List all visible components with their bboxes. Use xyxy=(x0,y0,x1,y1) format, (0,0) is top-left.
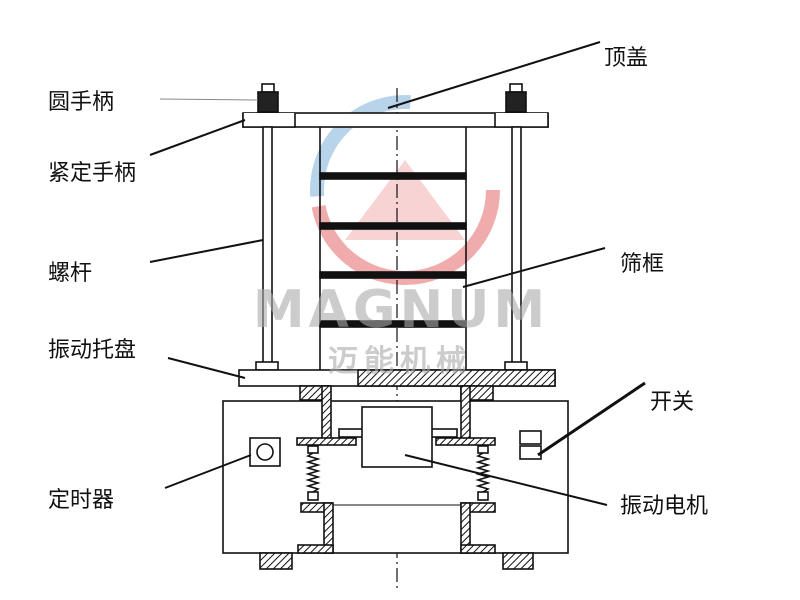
label-screw-rod: 螺杆 xyxy=(48,261,93,286)
round-handle-right xyxy=(505,83,527,113)
label-sieve-frame: 筛框 xyxy=(620,252,665,277)
label-timer: 定时器 xyxy=(48,488,115,513)
label-locking-handle: 紧定手柄 xyxy=(48,161,137,186)
label-switch: 开关 xyxy=(650,390,695,415)
sieve-frame xyxy=(319,127,467,370)
leader-lines xyxy=(149,41,646,506)
vibration-motor xyxy=(361,406,433,468)
foot-left xyxy=(259,552,293,570)
label-vibration-motor: 振动电机 xyxy=(620,494,709,519)
label-round-handle: 圆手柄 xyxy=(48,90,115,115)
screw-rod-left xyxy=(262,126,273,364)
label-vibrating-tray: 振动托盘 xyxy=(48,338,137,363)
foot-right xyxy=(502,552,534,570)
round-handle-left xyxy=(257,83,279,113)
screw-rod-right xyxy=(511,126,522,364)
label-top-cover: 顶盖 xyxy=(604,46,649,71)
spring-right xyxy=(475,445,491,501)
spring-left xyxy=(305,445,321,501)
timer-knob-icon xyxy=(249,437,281,467)
